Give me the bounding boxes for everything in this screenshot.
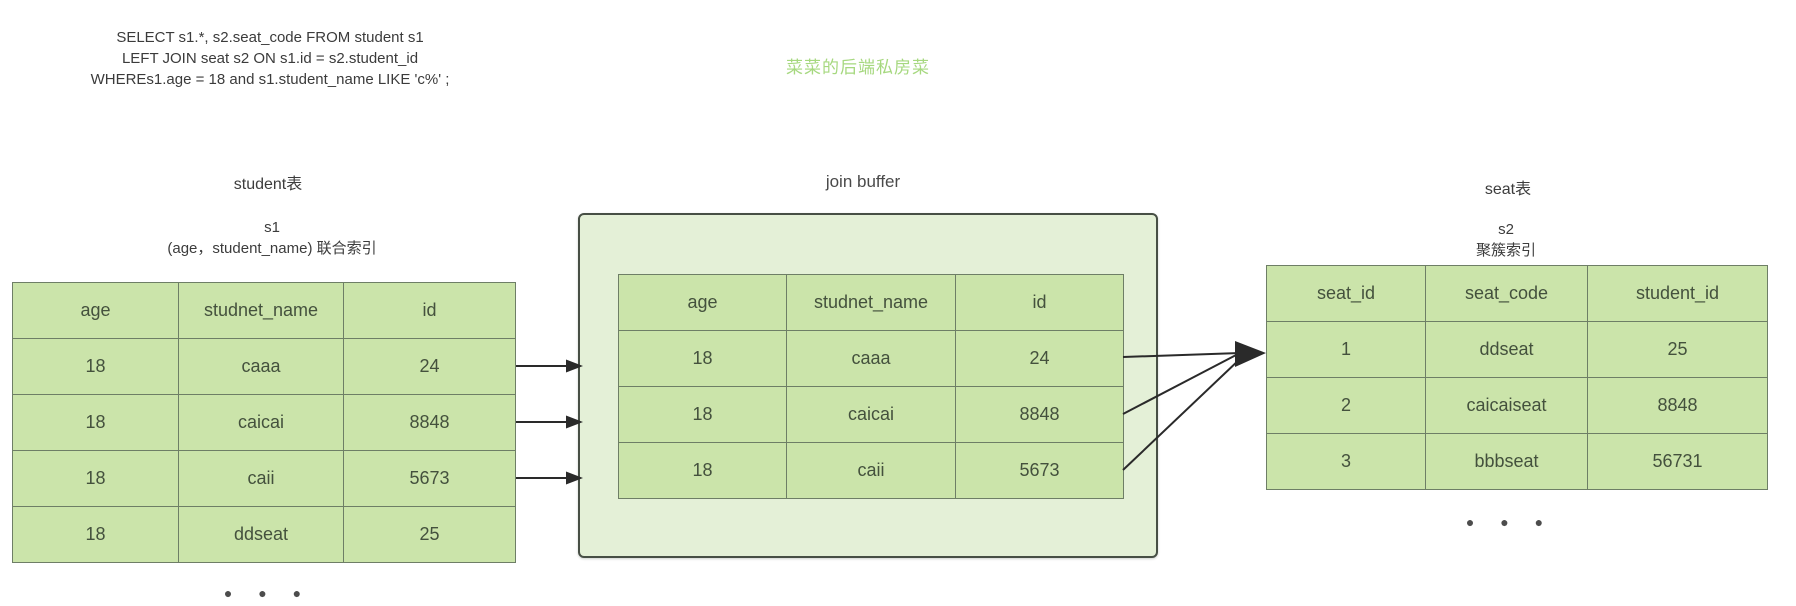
arrow-student-row3-to-buffer	[516, 471, 583, 485]
sql-line-3: WHEREs1.age = 18 and s1.student_name LIK…	[90, 71, 450, 88]
table-cell: 24	[956, 331, 1124, 387]
watermark: 菜菜的后端私房菜	[786, 58, 930, 77]
column-header: age	[13, 283, 179, 339]
table-cell: ddseat	[179, 507, 344, 563]
table-cell: bbbseat	[1426, 434, 1588, 490]
join-buffer-table: age studnet_name id 18 caaa 24 18 caicai…	[618, 274, 1124, 499]
column-header: id	[344, 283, 516, 339]
table-cell: caii	[179, 451, 344, 507]
table-cell: 8848	[1588, 378, 1768, 434]
table-cell: 18	[13, 339, 179, 395]
table-cell: 18	[619, 443, 787, 499]
seat-table-index-note: 聚簇索引	[1475, 242, 1536, 259]
table-cell: ddseat	[1426, 322, 1588, 378]
table-cell: 5673	[956, 443, 1124, 499]
arrow-student-row2-to-buffer	[516, 415, 583, 429]
table-cell: 18	[13, 395, 179, 451]
column-header: age	[619, 275, 787, 331]
column-header: studnet_name	[179, 283, 344, 339]
table-cell: 5673	[344, 451, 516, 507]
sql-line-2: LEFT JOIN seat s2 ON s1.id = s2.student_…	[121, 50, 419, 67]
join-buffer-label: join buffer	[825, 172, 901, 191]
student-table-ellipsis: ● ● ●	[223, 585, 313, 601]
arrowhead-to-seat	[1235, 341, 1266, 367]
column-header: seat_id	[1267, 266, 1426, 322]
student-table-alias: s1	[264, 219, 280, 236]
table-cell: 18	[13, 451, 179, 507]
seat-table-subtitle: s2 聚簇索引	[1406, 219, 1606, 261]
student-table-index-note: (age，student_name) 联合索引	[167, 240, 377, 257]
seat-table-title: seat表	[1484, 181, 1532, 198]
seat-table: seat_id seat_code student_id 1 ddseat 25…	[1266, 265, 1768, 490]
table-cell: 8848	[956, 387, 1124, 443]
table-cell: 18	[619, 387, 787, 443]
column-header: id	[956, 275, 1124, 331]
sql-line-1: SELECT s1.*, s2.seat_code FROM student s…	[116, 29, 424, 46]
column-header: student_id	[1588, 266, 1768, 322]
table-cell: caaa	[787, 331, 956, 387]
table-cell: 1	[1267, 322, 1426, 378]
table-cell: 8848	[344, 395, 516, 451]
table-cell: 25	[1588, 322, 1768, 378]
table-cell: 25	[344, 507, 516, 563]
sql-query: SELECT s1.*, s2.seat_code FROM student s…	[28, 27, 512, 90]
table-cell: caicai	[179, 395, 344, 451]
seat-table-alias: s2	[1498, 221, 1514, 238]
table-cell: 56731	[1588, 434, 1768, 490]
table-cell: caii	[787, 443, 956, 499]
table-cell: caicaiseat	[1426, 378, 1588, 434]
table-cell: 2	[1267, 378, 1426, 434]
seat-table-ellipsis: ● ● ●	[1465, 514, 1555, 530]
column-header: seat_code	[1426, 266, 1588, 322]
table-cell: 18	[619, 331, 787, 387]
student-table: age studnet_name id 18 caaa 24 18 caicai…	[12, 282, 516, 563]
arrow-student-row1-to-buffer	[516, 359, 583, 373]
column-header: studnet_name	[787, 275, 956, 331]
student-table-title: student表	[233, 176, 303, 193]
table-cell: 3	[1267, 434, 1426, 490]
table-cell: 24	[344, 339, 516, 395]
table-cell: caicai	[787, 387, 956, 443]
student-table-subtitle: s1 (age，student_name) 联合索引	[92, 217, 452, 259]
table-cell: 18	[13, 507, 179, 563]
table-cell: caaa	[179, 339, 344, 395]
